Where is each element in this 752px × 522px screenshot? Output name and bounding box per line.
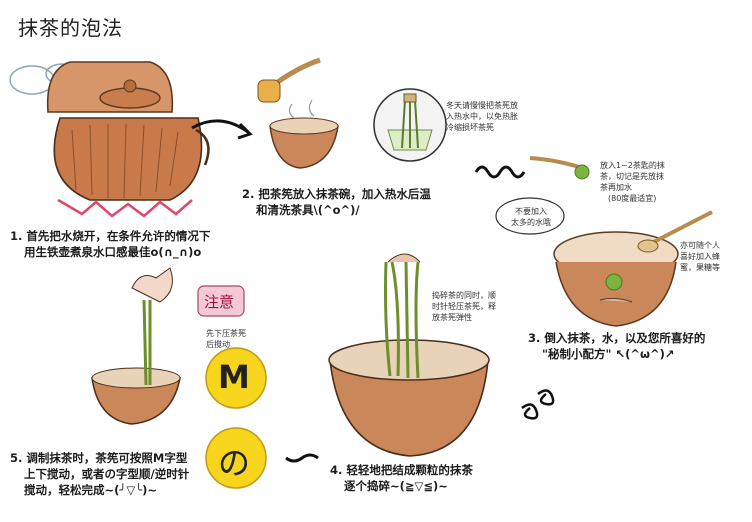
step-5-caption: 5. 调制抹茶时，茶筅可按照M字型上下搅动，或者の字型顺/逆时针搅动，轻松完成~… xyxy=(10,451,190,497)
step-3-caption: 3. 倒入抹茶，水，以及您所喜好的"秘制小配方" ↖(^ω^)↗ xyxy=(528,331,706,361)
arrow-3-to-4 xyxy=(537,389,555,406)
attention-badge xyxy=(197,285,245,317)
mixing-bowl-illustration xyxy=(495,156,713,327)
step-4-caption: 4. 轻轻地把结成颗粒的抹茶逐个捣碎~(≧▽≦)~ xyxy=(330,463,473,493)
no-excess-water-note: 不要加入太多的水哦 xyxy=(511,207,551,227)
attention-note: 先下压茶筅后搅动 xyxy=(206,329,246,349)
crushing-bowl-illustration xyxy=(328,253,490,457)
whisk-technique-note: 捣碎茶的同时，顺时针轻压茶筅，释放茶筅弹性 xyxy=(432,291,496,322)
winter-note: 冬天请慢慢把茶筅放入热水中，以免热胀冷缩损坏茶筅 xyxy=(446,101,518,132)
kettle-illustration xyxy=(9,61,210,218)
step-2-caption: 2. 把茶筅放入抹茶碗，加入热水后温和清洗茶具\(^o^)/ xyxy=(242,187,431,217)
stirring-bowl-illustration xyxy=(91,267,181,425)
honey-note: 亦可随个人喜好加入蜂蜜，果糖等 xyxy=(680,241,720,272)
attention-label: 注意 xyxy=(204,293,235,311)
m-motion-circle xyxy=(205,347,267,409)
m-symbol: M xyxy=(218,358,250,396)
page-title: 抹茶的泡法 xyxy=(18,16,123,40)
no-motion-circle xyxy=(205,427,267,489)
arrow-4-to-5 xyxy=(285,453,319,463)
warming-bowl-illustration xyxy=(257,57,339,169)
powder-note: 放入1~2茶匙的抹茶，切记是先放抹茶再加水(80度最适宜) xyxy=(600,161,665,203)
step-1-caption: 1. 首先把水烧开，在条件允许的情况下用生铁壶煮泉水口感最佳o(∩_∩)o xyxy=(10,229,211,259)
arrow-2-to-3 xyxy=(474,165,526,179)
no-symbol: の xyxy=(218,444,251,482)
